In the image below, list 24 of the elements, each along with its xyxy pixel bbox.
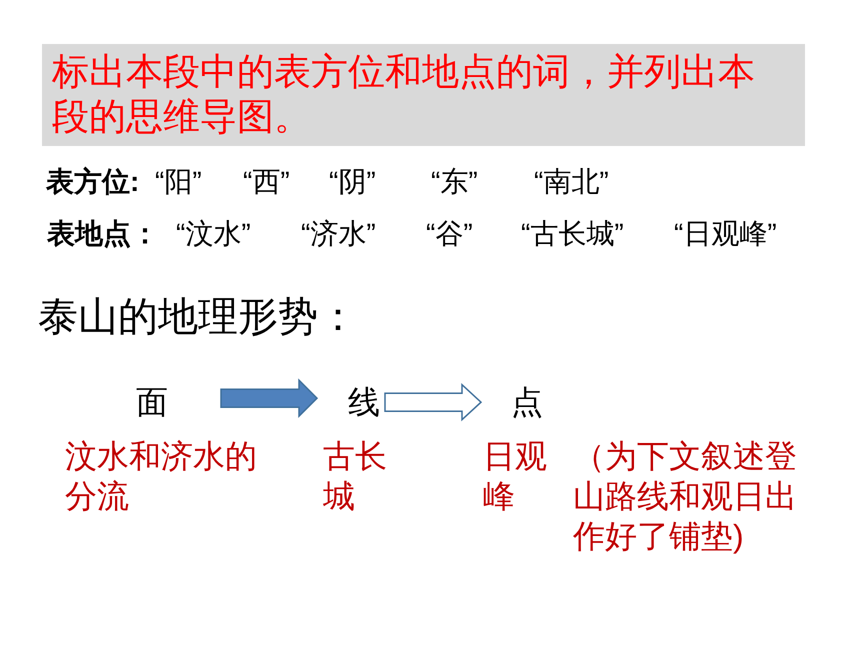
note-text: （为下文叙述登山路线和观日出作好了铺垫)	[573, 437, 798, 556]
quoted-word: “古长城”	[521, 217, 624, 251]
quoted-word: “东”	[431, 165, 478, 199]
category-label: 表方位:	[46, 165, 140, 199]
quoted-word: “西”	[243, 165, 290, 199]
quoted-word: “南北”	[534, 165, 609, 199]
quoted-word: “济水”	[301, 217, 376, 251]
instruction-text: 标出本段中的表方位和地点的词，并列出本段的思维导图。	[52, 50, 756, 139]
flow-term: 点	[511, 383, 543, 422]
term-note: 汶水和济水的分流	[65, 437, 258, 516]
flow-term: 面	[136, 383, 168, 422]
instruction-banner	[42, 44, 805, 146]
quoted-word: “阴”	[329, 165, 376, 199]
block-arrow	[220, 378, 318, 418]
quoted-word: “日观峰”	[674, 217, 777, 251]
quoted-word: “汶水”	[176, 217, 251, 251]
category-label: 表地点：	[47, 217, 159, 251]
term-note: 古长城	[323, 437, 388, 516]
term-note: 日观峰	[483, 437, 548, 516]
quoted-word: “阳”	[155, 165, 202, 199]
section-heading: 泰山的地理形势：	[38, 294, 358, 341]
quoted-word: “谷”	[426, 217, 473, 251]
block-arrow	[384, 382, 482, 422]
flow-term: 线	[348, 383, 380, 422]
